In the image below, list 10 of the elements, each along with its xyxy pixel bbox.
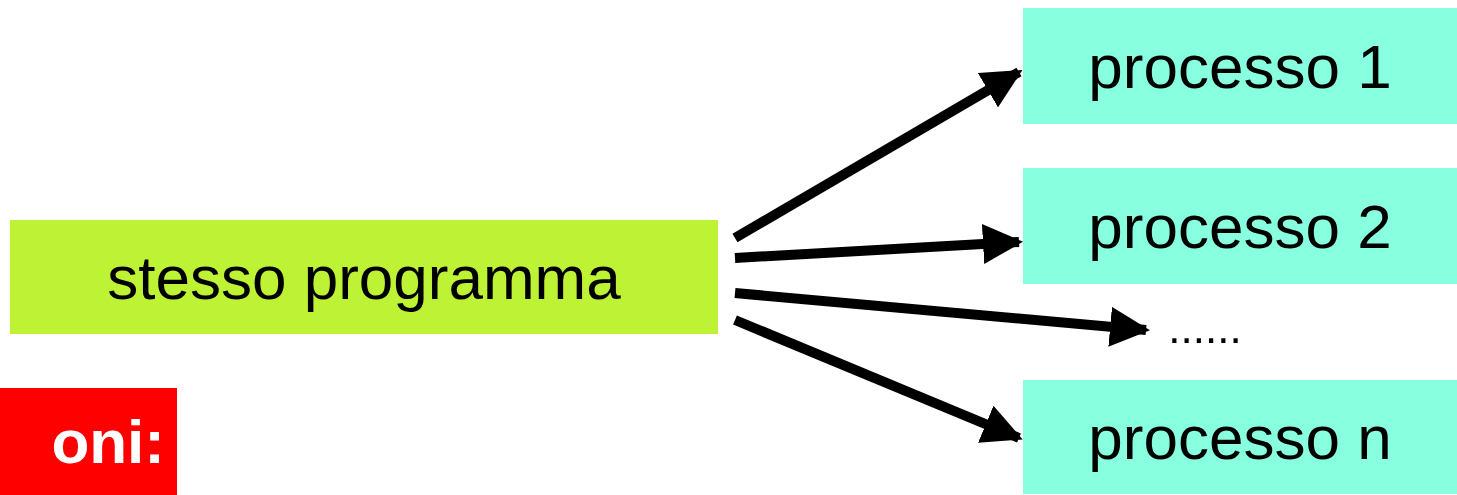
arrow	[734, 288, 1150, 347]
process-box: processo 1	[1023, 8, 1457, 124]
process-box: processo n	[1023, 380, 1457, 494]
arrow	[734, 224, 1023, 264]
arrow	[732, 67, 1023, 243]
process-box: processo 2	[1023, 168, 1457, 284]
program-box: stesso programma	[10, 220, 718, 334]
title-box: oni:	[0, 388, 177, 495]
ellipsis-text: ......	[1150, 310, 1260, 346]
arrow	[733, 315, 1023, 443]
